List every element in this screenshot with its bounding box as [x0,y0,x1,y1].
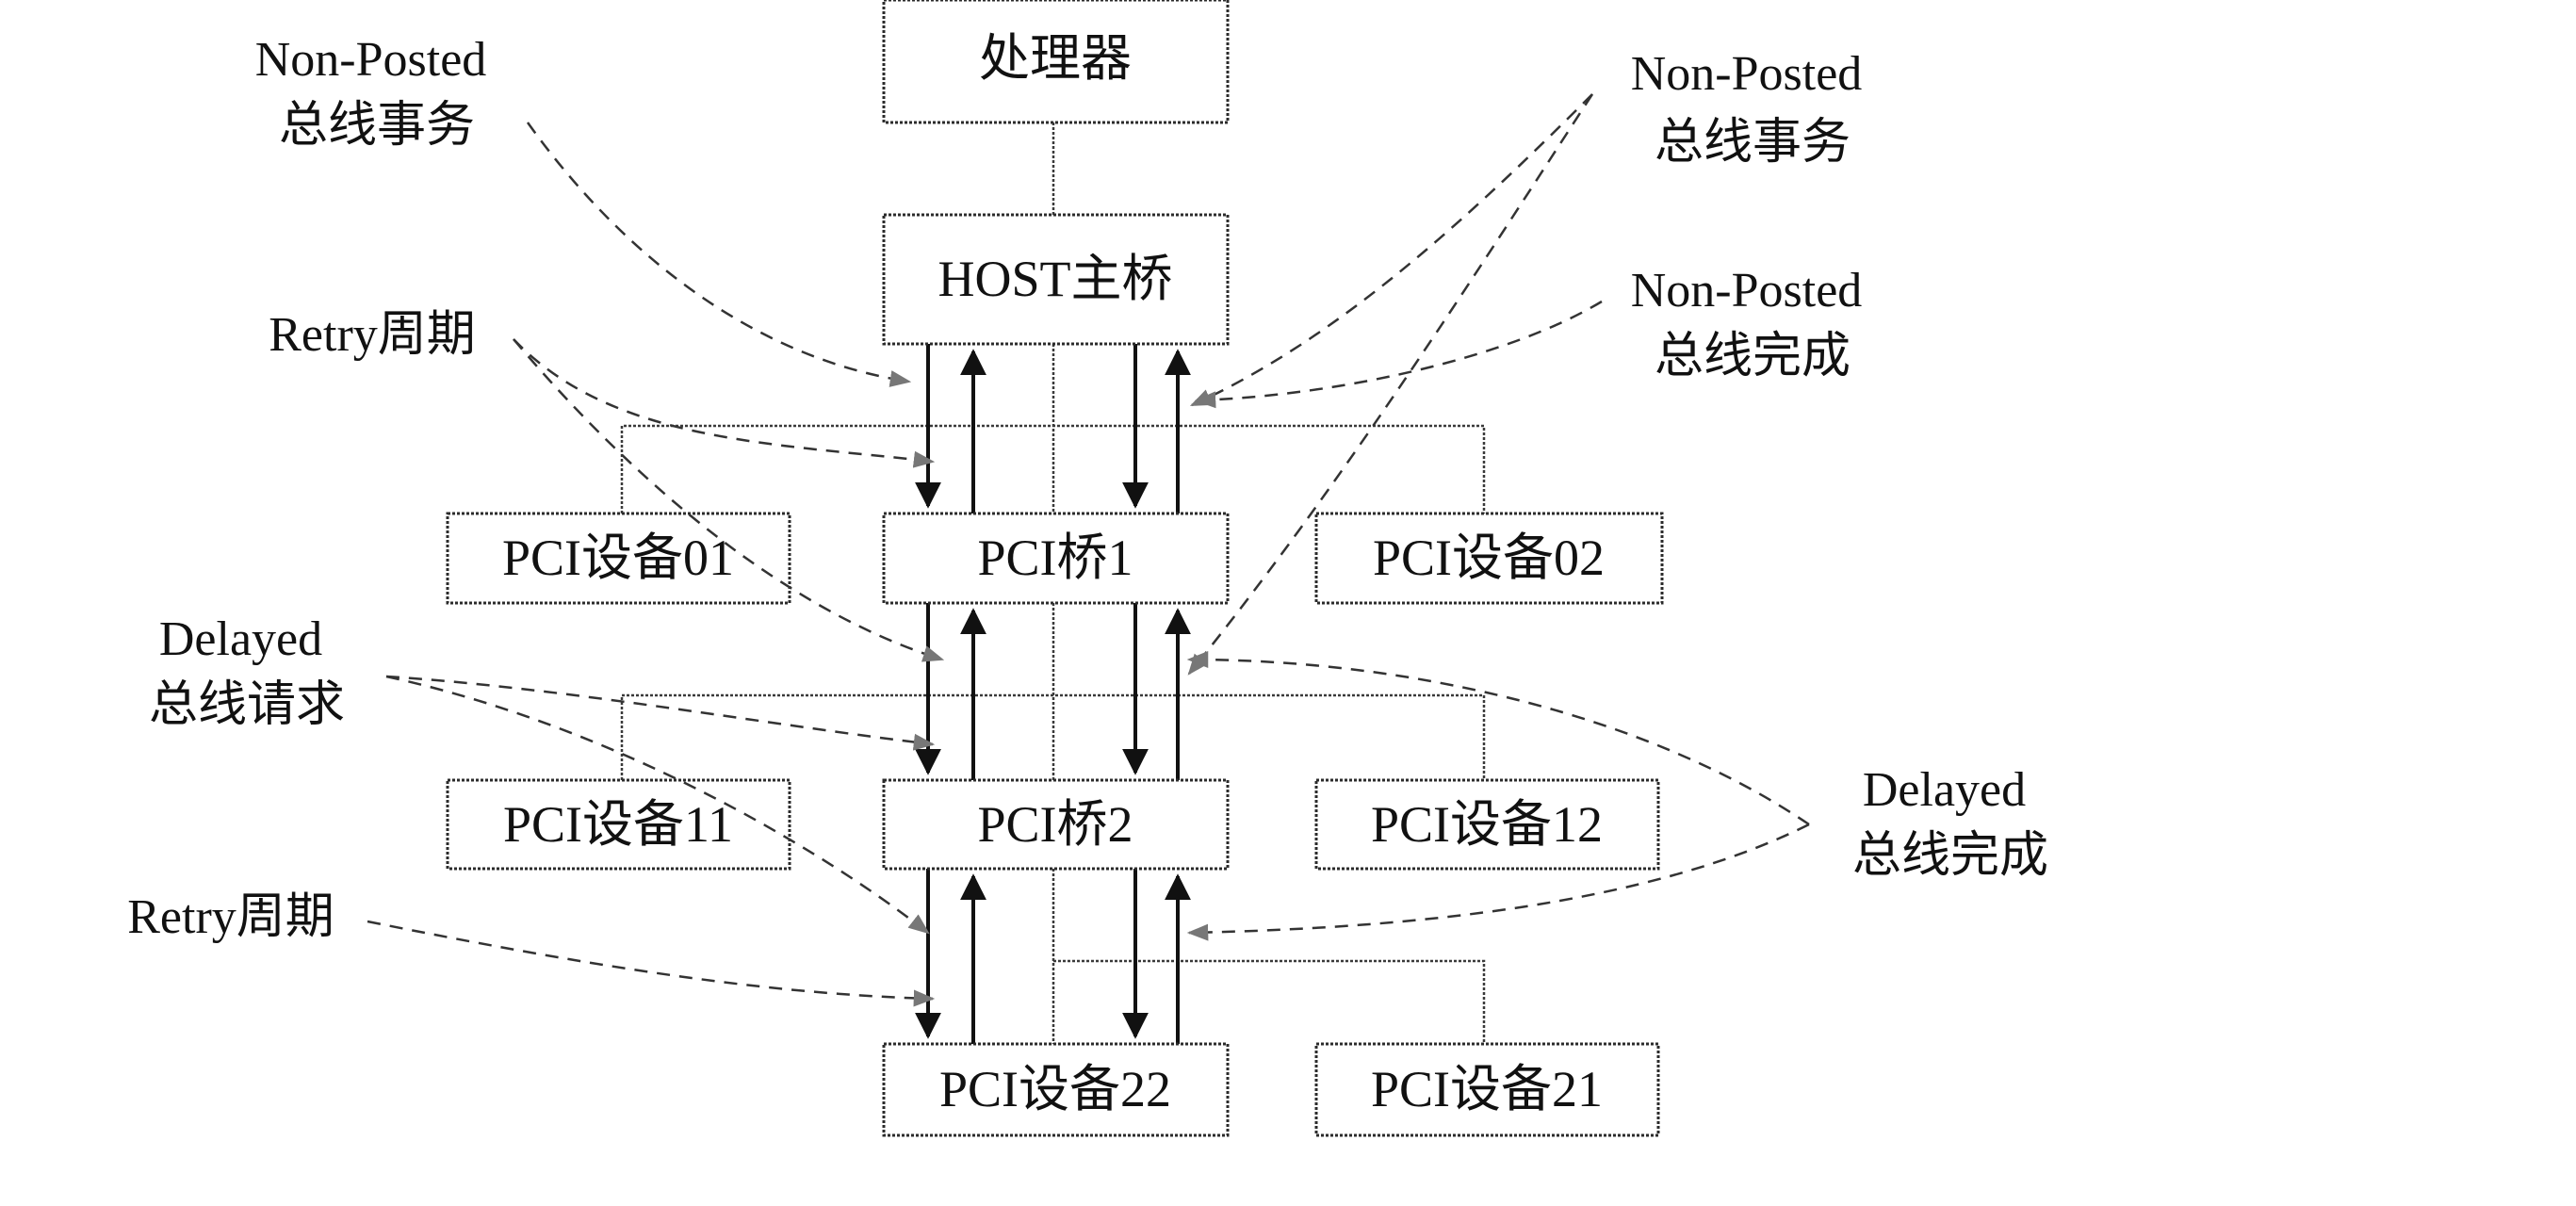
callout-delayed-request-2 [385,675,930,935]
callout-nonposted-done [1194,300,1603,409]
pci-device-22-label: PCI设备22 [939,1061,1171,1117]
callout-delayed-complete [1186,651,1810,826]
pci-bus-2 [1053,959,1486,1044]
annotation-nonposted-tx-right: Non-Posted 总线事务 [1631,47,1875,170]
pci-device-12-node: PCI设备12 [1314,778,1660,871]
pci-bus-0 [620,424,1486,513]
callout-nonposted-tx-left [526,122,912,387]
pci-bridge-2-node: PCI桥2 [882,778,1230,871]
callout-nonposted-tx-right [1189,93,1593,407]
callout-retry-bottom [367,920,936,1007]
pci-device-21-node: PCI设备21 [1314,1042,1660,1137]
processor-label: 处理器 [979,30,1132,87]
annotation-nonposted-tx-left: Non-Posted 总线事务 [255,33,499,153]
pci-bridge-1-node: PCI桥1 [882,512,1230,605]
pci-device-02-node: PCI设备02 [1314,512,1664,605]
callout-retry-top [513,338,936,468]
pci-bridge-1-label: PCI桥1 [977,530,1133,586]
callout-delayed-request [385,675,936,751]
pci-device-01-label: PCI设备01 [502,530,734,586]
annotation-delayed-complete: Delayed 总线完成 [1852,763,2048,883]
annotation-retry-top: Retry周期 [269,308,476,362]
callout-delayed-complete-2 [1186,823,1810,941]
callout-retry-top-2 [513,338,945,662]
pci-device-02-label: PCI设备02 [1373,530,1605,586]
host-bridge-node: HOST主桥 [882,213,1230,346]
pci-device-01-node: PCI设备01 [446,512,791,605]
pci-bridge-2-label: PCI桥2 [977,796,1133,853]
annotation-retry-bottom: Retry周期 [127,890,334,944]
callout-nonposted-tx-right-2 [1187,93,1594,676]
host-bridge-label: HOST主桥 [937,251,1172,307]
annotation-nonposted-done: Non-Posted 总线完成 [1631,264,1875,383]
pci-device-12-label: PCI设备12 [1371,796,1603,853]
pci-device-21-label: PCI设备21 [1371,1061,1603,1117]
pci-device-11-node: PCI设备11 [446,778,791,871]
processor-node: 处理器 [882,0,1230,124]
pci-bus-1 [620,693,1486,780]
pci-device-11-label: PCI设备11 [503,796,733,853]
annotation-delayed-request: Delayed 总线请求 [149,612,345,732]
pci-device-22-node: PCI设备22 [882,1042,1230,1137]
